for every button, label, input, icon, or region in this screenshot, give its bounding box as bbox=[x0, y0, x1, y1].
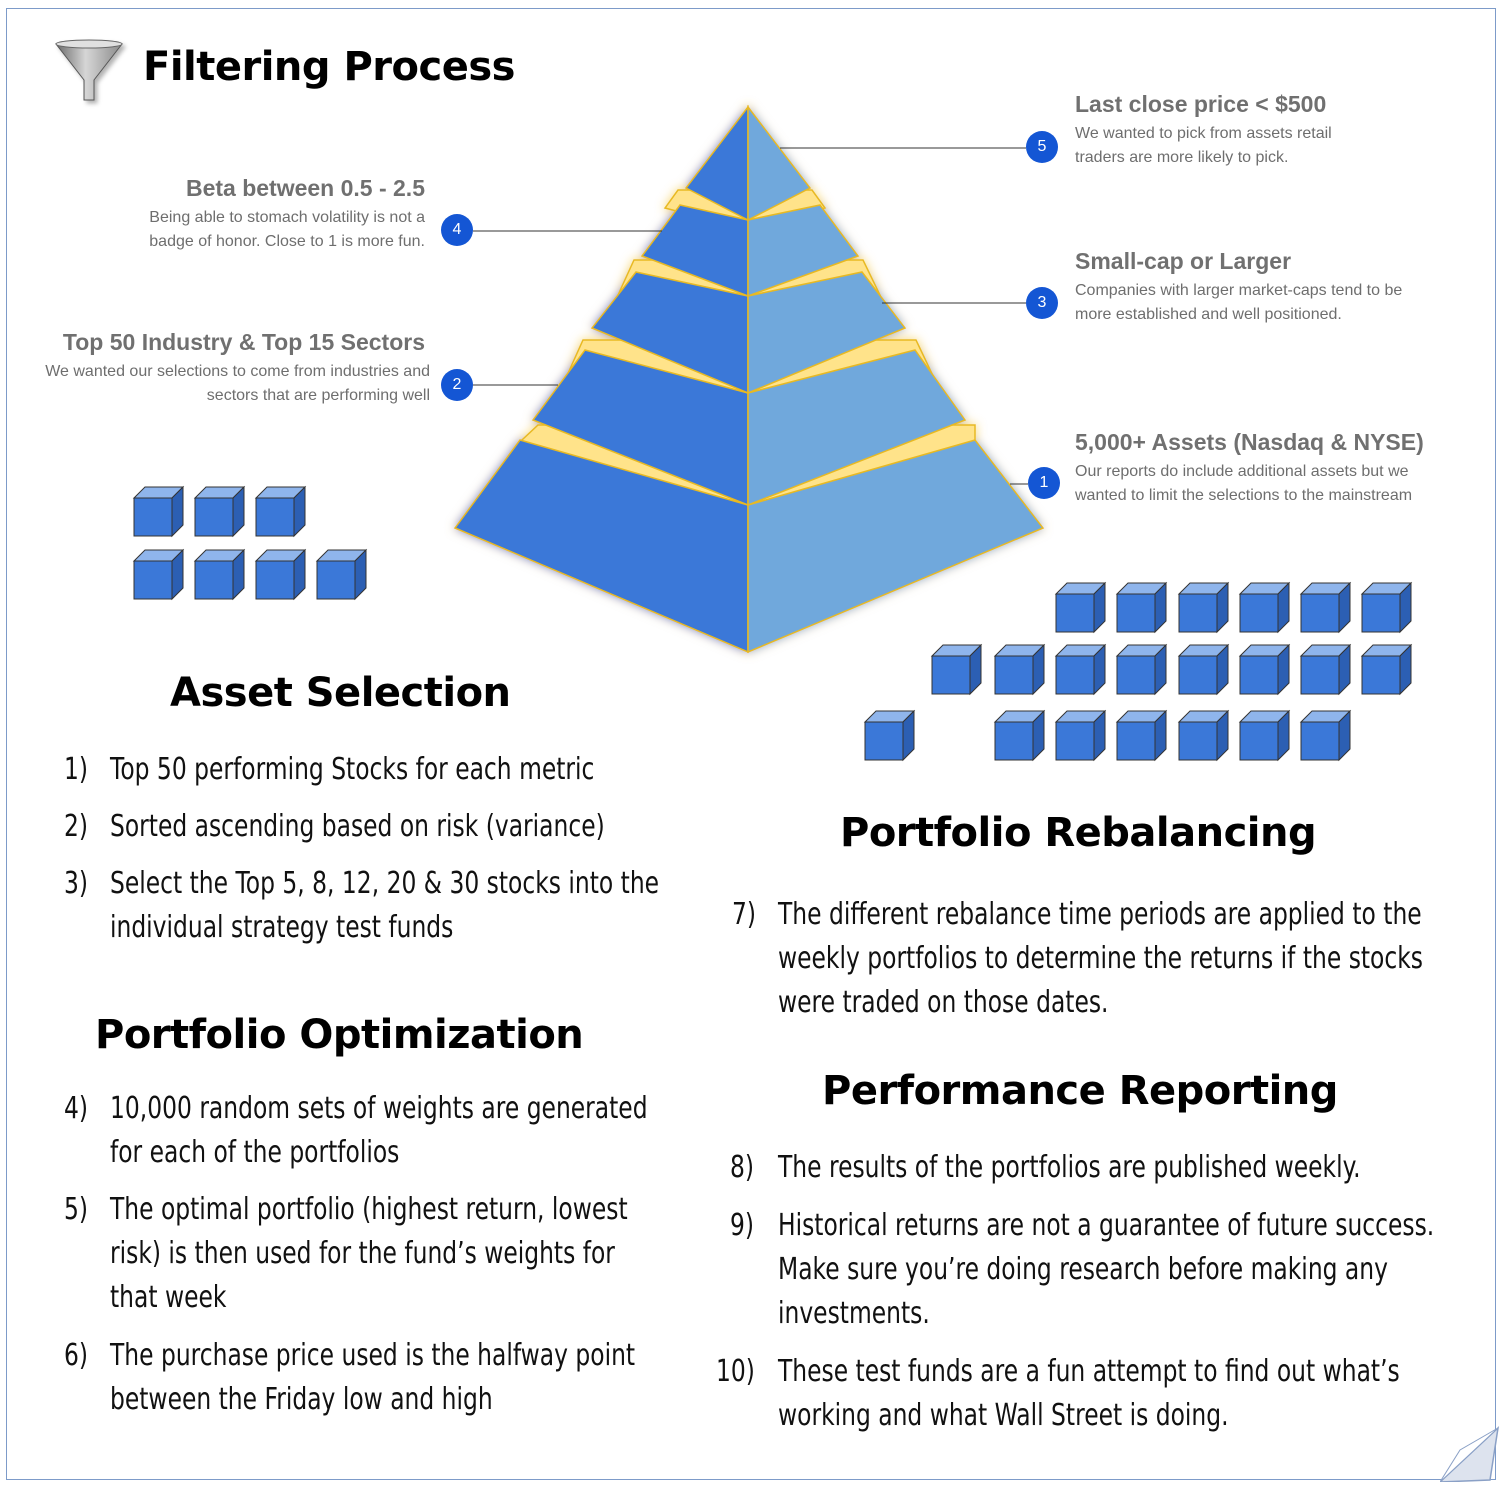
tier-3-desc: Companies with larger market-caps tend t… bbox=[1075, 282, 1403, 323]
cube-icon bbox=[193, 485, 246, 538]
cube-icon bbox=[993, 709, 1046, 762]
cube-icon bbox=[1177, 709, 1230, 762]
pyramid-tier-5-right bbox=[747, 104, 812, 222]
tier-badge-5: 5 bbox=[1026, 131, 1058, 163]
cube-icon bbox=[1177, 643, 1230, 696]
tier-5-desc: We wanted to pick from assets retail tra… bbox=[1075, 125, 1332, 166]
cube-icon bbox=[1299, 709, 1352, 762]
cube-icon bbox=[1115, 581, 1168, 634]
cube-icon bbox=[1115, 709, 1168, 762]
tier-2-desc: We wanted our selections to come from in… bbox=[45, 363, 430, 404]
cube-icon bbox=[254, 485, 307, 538]
funnel-icon bbox=[54, 39, 124, 101]
cube-cluster bbox=[132, 485, 1413, 762]
connector-lines bbox=[473, 147, 1028, 485]
performance-reporting-heading: Performance Reporting bbox=[822, 1068, 1338, 1114]
step-text: The purchase price used is the halfway p… bbox=[110, 1338, 636, 1417]
cube-icon bbox=[1115, 643, 1168, 696]
step-text: Select the Top 5, 8, 12, 20 & 30 stocks … bbox=[110, 866, 660, 945]
tier-1-title: 5,000+ Assets (Nasdaq & NYSE) bbox=[1075, 429, 1424, 455]
cube-icon bbox=[1238, 581, 1291, 634]
page-title: Filtering Process bbox=[143, 44, 515, 90]
step-number: 10) bbox=[716, 1354, 755, 1389]
tier-badge-2: 2 bbox=[441, 369, 473, 401]
step-number: 3) bbox=[64, 866, 89, 901]
pyramid-tier-4-right bbox=[747, 204, 860, 298]
asset-selection-heading: Asset Selection bbox=[170, 670, 511, 716]
pyramid-tier-1-right bbox=[747, 439, 1045, 654]
cube-icon bbox=[1054, 581, 1107, 634]
cube-icon bbox=[1054, 709, 1107, 762]
cube-icon bbox=[863, 709, 916, 762]
cube-icon bbox=[315, 548, 368, 601]
cube-icon bbox=[1238, 709, 1291, 762]
tier-badge-4: 4 bbox=[441, 214, 473, 246]
portfolio-optimization-heading: Portfolio Optimization bbox=[95, 1012, 584, 1058]
step-text: These test funds are a fun attempt to fi… bbox=[778, 1354, 1400, 1433]
step-number: 8) bbox=[730, 1150, 755, 1185]
step-number: 7) bbox=[732, 897, 757, 932]
pyramid bbox=[453, 104, 1045, 654]
cube-icon bbox=[132, 485, 185, 538]
tier-1-desc: Our reports do include additional assets… bbox=[1075, 463, 1413, 504]
cube-icon bbox=[1299, 643, 1352, 696]
step-number: 2) bbox=[64, 809, 89, 844]
step-text: Historical returns are not a guarantee o… bbox=[778, 1208, 1435, 1331]
cube-icon bbox=[1299, 581, 1352, 634]
cube-icon bbox=[1360, 581, 1413, 634]
tier-badge-3: 3 bbox=[1026, 287, 1058, 319]
tier-3-title: Small-cap or Larger bbox=[1075, 248, 1292, 274]
tier-4-title: Beta between 0.5 - 2.5 bbox=[185, 175, 425, 201]
cube-icon bbox=[993, 643, 1046, 696]
cube-icon bbox=[132, 548, 185, 601]
cube-icon bbox=[1360, 643, 1413, 696]
tier-badge-1: 1 bbox=[1028, 467, 1060, 499]
page-frame bbox=[6, 8, 1496, 1480]
pyramid-tier-2-right bbox=[747, 349, 967, 507]
step-text: Sorted ascending based on risk (variance… bbox=[110, 809, 605, 844]
step-text: The results of the portfolios are publis… bbox=[778, 1150, 1361, 1185]
cube-icon bbox=[254, 548, 307, 601]
step-number: 6) bbox=[64, 1338, 89, 1373]
tier-2-title: Top 50 Industry & Top 15 Sectors bbox=[62, 329, 425, 355]
step-number: 5) bbox=[64, 1192, 89, 1227]
tier-4-desc: Being able to stomach volatility is not … bbox=[149, 209, 425, 250]
cube-icon bbox=[1054, 643, 1107, 696]
step-text: The optimal portfolio (highest return, l… bbox=[110, 1192, 628, 1315]
step-number: 9) bbox=[730, 1208, 755, 1243]
cube-icon bbox=[1177, 581, 1230, 634]
step-text: The different rebalance time periods are… bbox=[778, 897, 1423, 1020]
tier-5-title: Last close price < $500 bbox=[1075, 91, 1327, 117]
step-number: 4) bbox=[64, 1091, 89, 1126]
step-text: 10,000 random sets of weights are genera… bbox=[110, 1091, 648, 1170]
cube-icon bbox=[930, 643, 983, 696]
step-text: Top 50 performing Stocks for each metric bbox=[110, 752, 595, 787]
cube-icon bbox=[193, 548, 246, 601]
cube-icon bbox=[1238, 643, 1291, 696]
step-number: 1) bbox=[64, 752, 89, 787]
portfolio-rebalancing-heading: Portfolio Rebalancing bbox=[840, 810, 1317, 856]
pyramid-tier-3-right bbox=[747, 271, 907, 395]
page-curl-icon bbox=[1440, 1425, 1500, 1482]
